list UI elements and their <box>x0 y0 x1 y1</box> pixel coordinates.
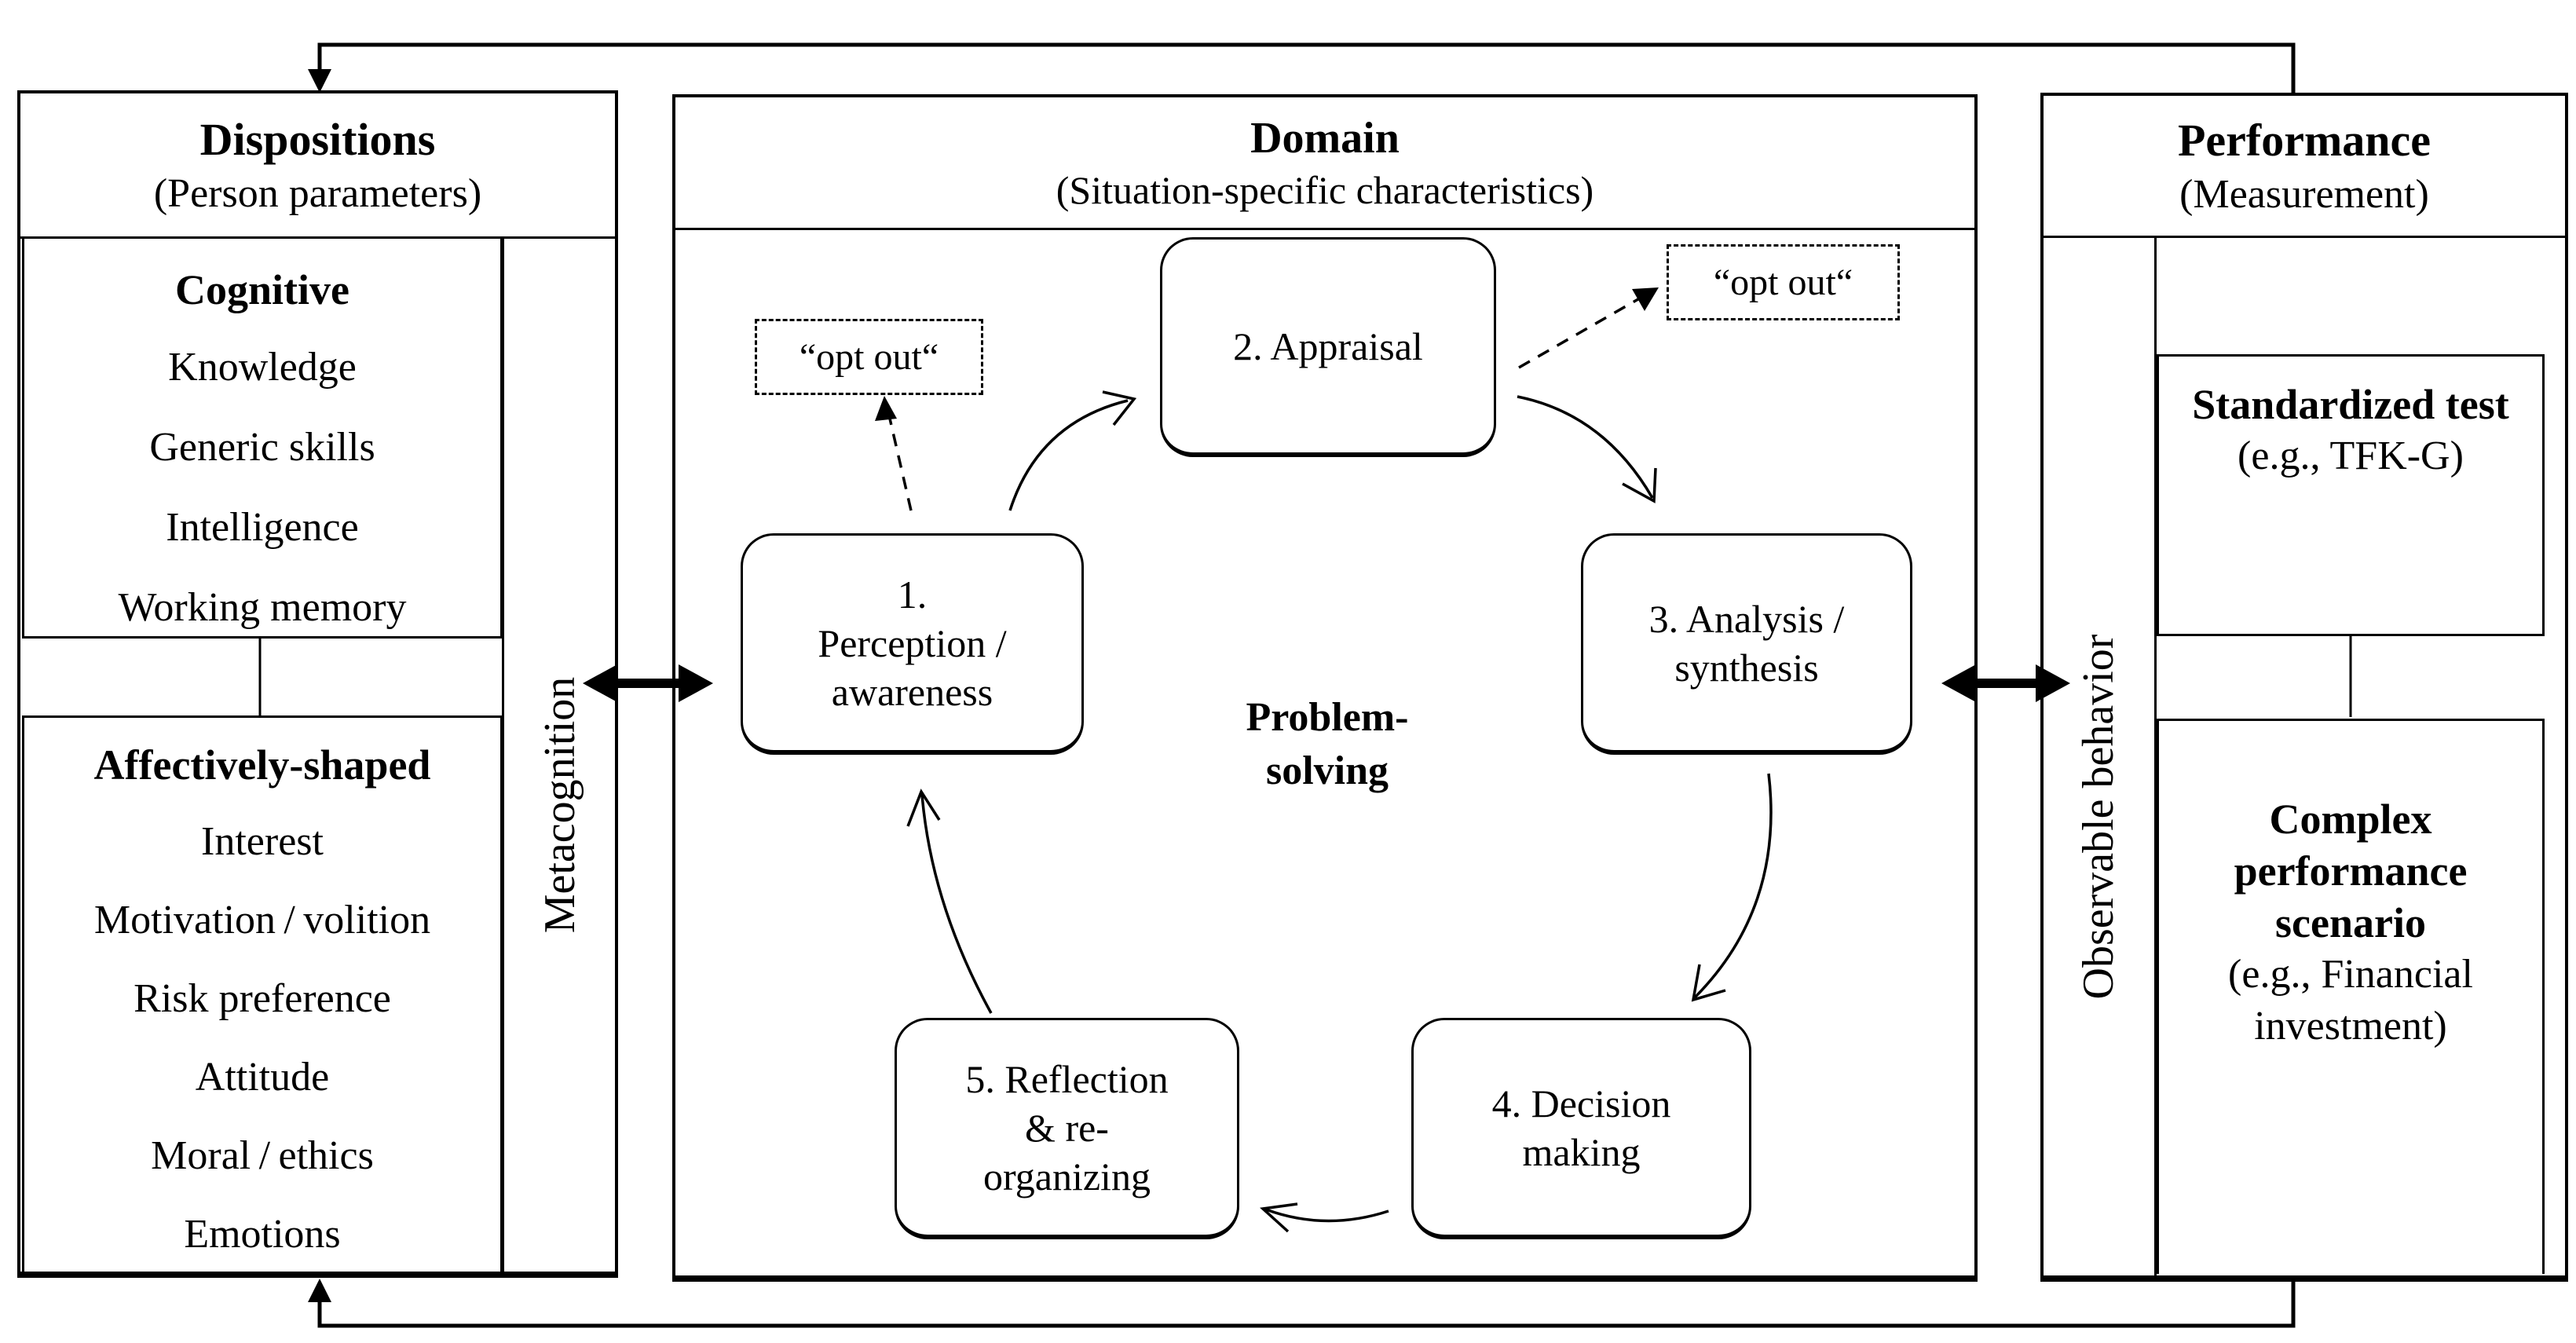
dispositions-title: Dispositions <box>199 114 436 165</box>
observable-behavior-column <box>2044 238 2157 1275</box>
optout-right-arrowhead-icon <box>1632 287 1659 311</box>
arrow-step5-to-step1-head-icon <box>906 789 941 827</box>
step-label-line: & re- <box>1025 1105 1109 1150</box>
step-label-line: 3. Analysis / <box>1648 596 1845 641</box>
standardized-test-title: Standardized test <box>2192 381 2509 428</box>
complex-scenario-subtitle: (e.g., Financial investment) <box>2228 952 2473 1048</box>
arrow-step1-to-step2-head-icon <box>1102 390 1137 426</box>
step-1-perception-awareness: 1. Perception / awareness <box>741 533 1084 755</box>
step-label-line: synthesis <box>1674 645 1819 690</box>
list-item: Risk preference <box>134 976 391 1021</box>
domain-subtitle: (Situation-specific characteristics) <box>1056 168 1594 212</box>
dispositions-subtitle: (Person parameters) <box>153 171 482 216</box>
problem-solving-line2: solving <box>1265 748 1389 793</box>
opt-out-box-right: “opt out“ <box>1667 244 1900 320</box>
dispositions-header: Dispositions (Person parameters) <box>20 93 615 239</box>
cognitive-box: Cognitive Knowledge Generic skills Intel… <box>22 236 503 639</box>
arrow-step2-to-step3-head-icon <box>1622 467 1657 503</box>
metacognition-domain-double-arrow-icon <box>583 664 713 702</box>
step-5-reflection-reorganizing: 5. Reflection & re- organizing <box>895 1018 1239 1239</box>
affective-box: Affectively-shaped Interest Motivation /… <box>22 715 503 1272</box>
cognitive-title: Cognitive <box>175 266 349 313</box>
domain-header: Domain (Situation-specific characteristi… <box>675 97 1974 230</box>
list-item: Emotions <box>184 1212 341 1257</box>
performance-panel: Performance (Measurement) Standardized t… <box>2040 93 2568 1282</box>
list-item: Intelligence <box>166 505 359 550</box>
step-label-line: 2. Appraisal <box>1233 324 1423 368</box>
list-item: Working memory <box>118 585 407 630</box>
performance-title: Performance <box>2177 115 2431 166</box>
list-item: Interest <box>201 819 324 864</box>
list-item: Generic skills <box>149 425 375 470</box>
step-label-line: Perception / <box>818 620 1007 665</box>
step-4-decision-making: 4. Decision making <box>1411 1018 1751 1239</box>
step-label-line: making <box>1522 1129 1641 1174</box>
step-label-line: 5. Reflection <box>965 1056 1169 1101</box>
performance-subtitle: (Measurement) <box>2179 172 2429 217</box>
arrow-step2-to-step3 <box>1517 395 1654 499</box>
list-item: Moral / ethics <box>151 1133 374 1178</box>
step-label-line: awareness <box>831 669 993 714</box>
domain-title: Domain <box>1250 114 1400 163</box>
step-label-line: organizing <box>983 1154 1151 1198</box>
step-label-line: 1. <box>897 572 928 617</box>
dispositions-panel: Dispositions (Person parameters) Cogniti… <box>17 90 618 1278</box>
opt-out-label: “opt out“ <box>799 336 939 378</box>
arrow-step4-to-step5-head-icon <box>1260 1202 1298 1233</box>
arrow-step4-to-step5 <box>1265 1208 1389 1223</box>
step-3-analysis-synthesis: 3. Analysis / synthesis <box>1581 533 1912 755</box>
feedback-line-top <box>317 42 2296 96</box>
step-label-line: 4. Decision <box>1491 1081 1671 1125</box>
problem-solving-line1: Problem- <box>1246 695 1409 740</box>
arrow-step2-to-optout-right <box>1518 292 1648 369</box>
standardized-test-box: Standardized test (e.g., TFK-G) <box>2157 354 2545 636</box>
optout-left-arrowhead-icon <box>875 396 897 421</box>
complex-scenario-title: Complex performance scenario <box>2234 796 2468 946</box>
standardized-test-subtitle: (e.g., TFK-G) <box>2238 434 2464 478</box>
metacognition-column <box>502 239 615 1272</box>
list-item: Motivation / volition <box>93 898 431 942</box>
feedback-line-bottom <box>317 1277 2296 1328</box>
affective-title: Affectively-shaped <box>93 741 431 789</box>
feedback-top-arrowhead-icon <box>308 69 331 93</box>
list-item: Attitude <box>195 1055 330 1100</box>
step-2-appraisal: 2. Appraisal <box>1160 237 1496 457</box>
list-item: Knowledge <box>168 345 357 390</box>
arrow-step1-to-step2 <box>1008 399 1129 511</box>
opt-out-box-left: “opt out“ <box>755 319 983 395</box>
problem-solving-label: Problem- solving <box>1194 691 1461 798</box>
complex-scenario-box: Complex performance scenario (e.g., Fina… <box>2157 719 2545 1274</box>
arrow-step5-to-step1 <box>920 794 993 1014</box>
opt-out-label: “opt out“ <box>1713 262 1853 303</box>
arrow-step1-to-optout-left <box>886 408 913 511</box>
arrow-step3-to-step4-head-icon <box>1691 964 1726 1002</box>
feedback-bottom-arrowhead-icon <box>308 1279 331 1302</box>
arrow-step3-to-step4 <box>1693 773 1773 999</box>
performance-header: Performance (Measurement) <box>2044 96 2565 238</box>
domain-observable-double-arrow-icon <box>1941 664 2070 702</box>
